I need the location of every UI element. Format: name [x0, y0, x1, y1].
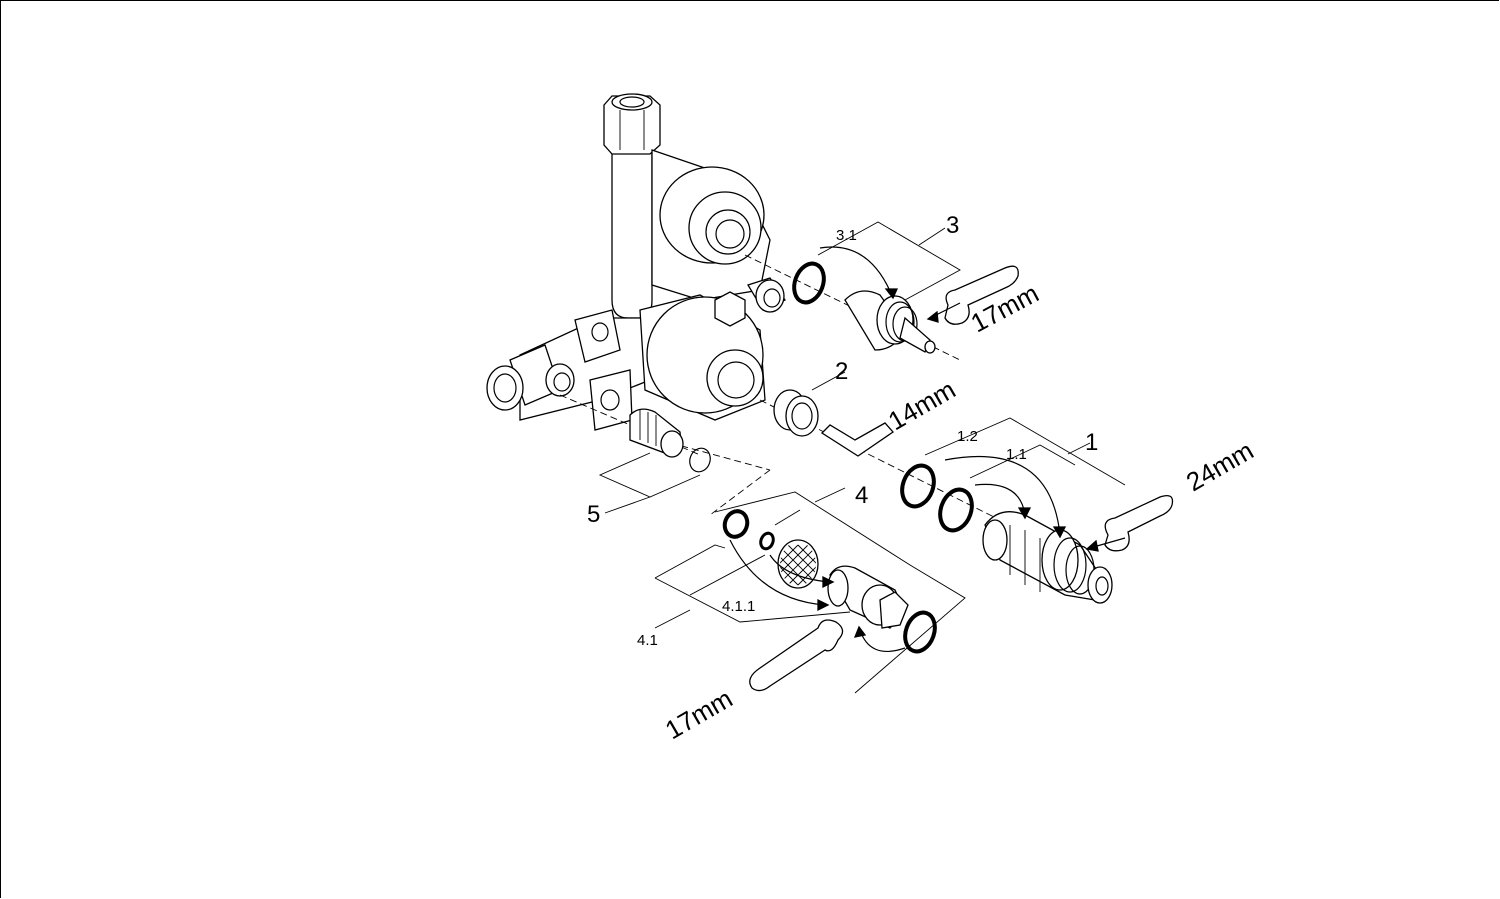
tool-label-14mm: 14mm: [883, 374, 961, 436]
part-5-group: [598, 408, 711, 514]
label-part-2: 2: [835, 358, 848, 385]
label-part-4-1: 4.1: [637, 632, 658, 649]
part-3-group: [792, 221, 1019, 354]
label-part-4: 4: [855, 482, 868, 509]
label-part-3: 3: [946, 212, 959, 239]
valve-body: [486, 93, 786, 431]
tool-label-24mm: 24mm: [1181, 435, 1259, 497]
part-1-group: [900, 417, 1174, 604]
tool-label-17mm-bottom: 17mm: [660, 683, 738, 745]
label-part-4-1-1: 4.1.1: [722, 598, 755, 615]
label-part-1: 1: [1085, 429, 1098, 456]
part-4-group: [654, 487, 966, 694]
label-part-1-2: 1.2: [957, 428, 978, 445]
label-part-3-1: 3.1: [836, 227, 857, 244]
label-part-5: 5: [587, 501, 600, 528]
part-2-group: [773, 371, 894, 457]
label-part-1-1: 1.1: [1006, 446, 1027, 463]
